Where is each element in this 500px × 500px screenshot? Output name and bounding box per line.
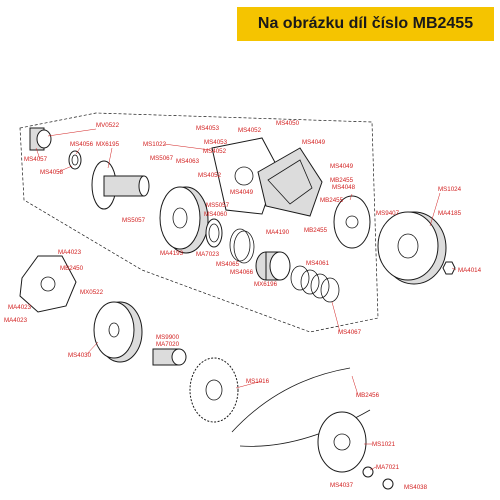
label-MS4038: MS4038: [404, 484, 428, 491]
clutch-bell-part: [333, 195, 371, 249]
label-MX6195: MX6195: [96, 141, 120, 148]
label-MV0522: MV0522: [96, 122, 120, 129]
label-MA7021: MA7021: [376, 464, 400, 471]
label-MS4063: MS4063: [176, 158, 200, 165]
label-MS4049-right: MS4049: [330, 163, 354, 170]
label-MA4185: MA4185: [438, 210, 462, 217]
o-ring-part: [229, 228, 255, 264]
label-MA4014: MA4014: [458, 267, 482, 274]
label-MA4023-top: MA4023: [58, 249, 82, 256]
label-MS4053-top: MS4053: [196, 125, 220, 132]
label-MS4037: MS4037: [330, 482, 354, 489]
label-MX6196: MX6196: [254, 281, 278, 288]
label-MS1016: MS1016: [246, 378, 270, 385]
label-MS4050: MS4050: [276, 120, 300, 127]
washer-ring-part: [205, 218, 223, 248]
ramp-plate-part: [19, 255, 77, 313]
sleeve-part: [91, 160, 150, 210]
starter-gear-part: [189, 357, 239, 423]
nut-part: [442, 261, 456, 275]
assembly-outline: [19, 112, 379, 333]
label-MB2455-top: MB2455: [330, 177, 354, 184]
front-pulley-part: [93, 301, 143, 363]
label-MS4053-mid: MS4053: [204, 139, 228, 146]
label-MB2456: MB2456: [356, 392, 380, 399]
label-MA4023-mid: MA4023: [8, 304, 32, 311]
label-MS5057-right: MS5057: [206, 202, 230, 209]
label-MS4052-mid: MS4052: [203, 148, 227, 155]
bush-sleeve-part: [152, 348, 187, 366]
label-MS4049-top: MS4049: [302, 139, 326, 146]
movable-pulley-part: [159, 186, 209, 254]
label-MS4056: MS4056: [70, 141, 94, 148]
leader-lines: [35, 128, 457, 471]
clutch-shoe-assembly-part: [257, 147, 323, 217]
label-MB2455-mid: MB2455: [320, 197, 344, 204]
title-banner-text: Na obrázku díl číslo MB2455: [257, 15, 474, 32]
drum-part: [377, 211, 447, 285]
label-MS1024: MS1024: [438, 186, 462, 193]
fan-pulley-part: [317, 411, 367, 473]
spring-rings-part: [290, 265, 340, 303]
label-MA4193: MA4193: [160, 250, 184, 257]
label-MS4060: MS4060: [204, 211, 228, 218]
label-MS4065: MS4065: [216, 261, 240, 268]
label-MS1022: MS1022: [143, 141, 167, 148]
bushing-part: [29, 127, 52, 151]
label-MS4052-top: MS4052: [238, 127, 262, 134]
label-MS4061: MS4061: [306, 260, 330, 267]
label-MS5057-left: MS5057: [122, 217, 146, 224]
label-MS4052-low: MS4052: [198, 172, 222, 179]
label-MS4066: MS4066: [230, 269, 254, 276]
title-banner: Na obrázku díl číslo MB2455: [237, 7, 494, 41]
seal-ring-part: [68, 150, 82, 170]
label-MS1021: MS1021: [372, 441, 396, 448]
label-MS4067: MS4067: [338, 329, 362, 336]
label-MB2455-low: MB2455: [304, 227, 328, 234]
label-MA4023-low: MA4023: [4, 317, 28, 324]
label-MS4058: MS4058: [40, 169, 64, 176]
label-MS4057: MS4057: [24, 156, 48, 163]
label-MS9407: MS9407: [376, 210, 400, 217]
label-MA7023: MA7023: [196, 251, 220, 258]
label-MS9900: MS9900: [156, 334, 180, 341]
label-MB2450: MB2450: [60, 265, 84, 272]
label-MA7020: MA7020: [156, 341, 180, 348]
label-MS4030: MS4030: [68, 352, 92, 359]
label-MA4190: MA4190: [266, 229, 290, 236]
label-MS5067: MS5067: [150, 155, 174, 162]
part-labels: MV0522 MS4057 MS4056 MX6195 MS4058 MS405…: [4, 120, 482, 491]
label-MX0522: MX0522: [80, 289, 104, 296]
label-MS4049-mid: MS4049: [230, 189, 254, 196]
collar-part: [255, 251, 291, 281]
label-MS4048: MS4048: [332, 184, 356, 191]
